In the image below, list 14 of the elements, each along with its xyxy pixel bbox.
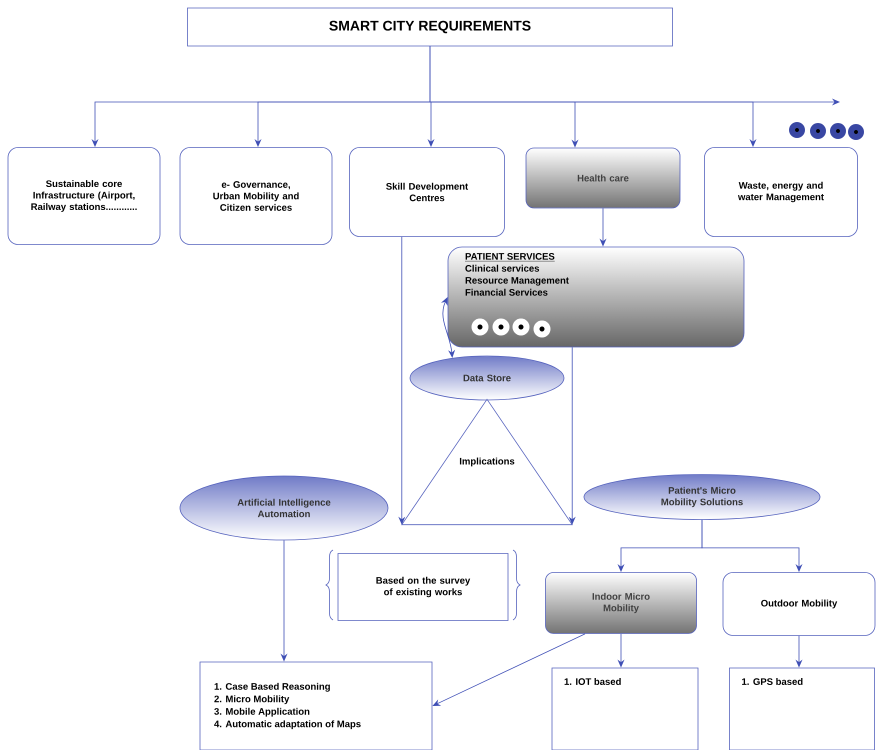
category-box: Skill Development Centres: [349, 147, 505, 237]
category-box: Health care: [526, 148, 680, 208]
list-box: 1. IOT based: [552, 668, 698, 750]
list-box: 1. Case Based Reasoning 2. Micro Mobility 3. Mobile Application 4. Automatic adaptation of Maps: [200, 662, 432, 750]
note-box: Based on the survey of existing works: [338, 553, 508, 621]
category-box: Sustainable core Infrastructure (Airport, Railway stations............: [8, 147, 160, 245]
category-box: Waste, energy and water Management: [704, 147, 858, 237]
category-box: Indoor Micro Mobility: [545, 572, 697, 634]
category-box: Outdoor Mobility: [722, 572, 876, 636]
implications-triangle: Implications: [401, 398, 573, 526]
services-box: PATIENT SERVICES Clinical services Resource Management Financial Services: [448, 246, 744, 348]
category-box: e- Governance, Urban Mobility and Citizen services: [180, 147, 332, 245]
title-box: SMART CITY REQUIREMENTS: [187, 8, 673, 46]
list-box: 1. GPS based: [729, 668, 875, 750]
